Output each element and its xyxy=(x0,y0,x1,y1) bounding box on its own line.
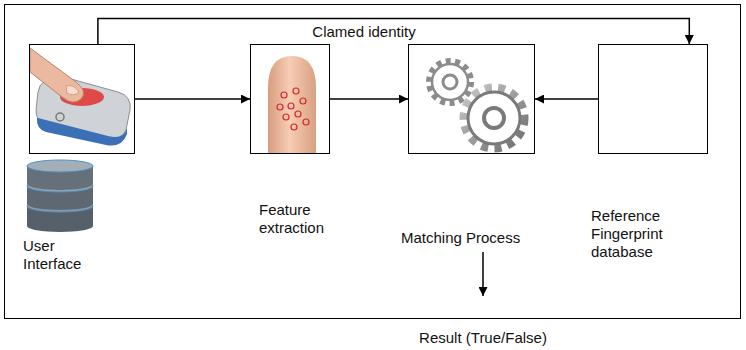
connector-arrow xyxy=(535,98,598,100)
minutiae-points xyxy=(277,88,309,130)
minutia xyxy=(303,119,309,125)
box-label: Reference Fingerprint database xyxy=(591,207,705,261)
gears-illustration xyxy=(429,61,524,148)
minutia xyxy=(277,104,283,110)
result-arrow xyxy=(482,252,484,296)
box-label: Feature extraction xyxy=(259,201,339,237)
connector-group xyxy=(98,19,689,100)
process-box: Matching Process xyxy=(408,44,535,154)
outer-frame xyxy=(5,5,741,319)
gear-hole xyxy=(443,75,457,89)
db-disk xyxy=(27,198,93,210)
connector-arrow xyxy=(330,98,408,100)
minutia xyxy=(293,88,299,94)
minutia xyxy=(281,92,287,98)
connector-arrow xyxy=(98,19,689,45)
gear-teeth xyxy=(464,88,524,148)
process-box: Feature extraction xyxy=(250,44,330,154)
minutia xyxy=(291,124,297,130)
scanner-illustration xyxy=(30,48,130,146)
result-label: Result (True/False) xyxy=(419,329,547,347)
minutia xyxy=(288,103,294,109)
scanner-logo xyxy=(56,113,64,121)
connector-arrow xyxy=(135,98,250,100)
database-illustration xyxy=(27,160,93,232)
finger xyxy=(30,48,84,102)
fingertip xyxy=(268,56,316,153)
minutia xyxy=(283,114,289,120)
box-label: User Interface xyxy=(23,237,95,273)
process-box: User Interface xyxy=(29,44,135,154)
db-disk xyxy=(27,178,93,190)
minutia xyxy=(300,98,306,104)
gear-hole xyxy=(484,108,504,128)
box-label: Matching Process xyxy=(401,229,520,247)
db-disk xyxy=(27,160,93,172)
edge-label: Clamed identity xyxy=(309,23,418,41)
fingernail xyxy=(66,86,79,95)
gear-body xyxy=(432,64,468,100)
scanner-base xyxy=(37,118,127,146)
gear-teeth xyxy=(429,61,471,103)
minutia xyxy=(295,111,301,117)
process-box: Reference Fingerprint database xyxy=(598,44,708,154)
gear-body xyxy=(468,92,520,144)
db-disk xyxy=(27,220,93,232)
fingertip-illustration xyxy=(268,56,316,153)
